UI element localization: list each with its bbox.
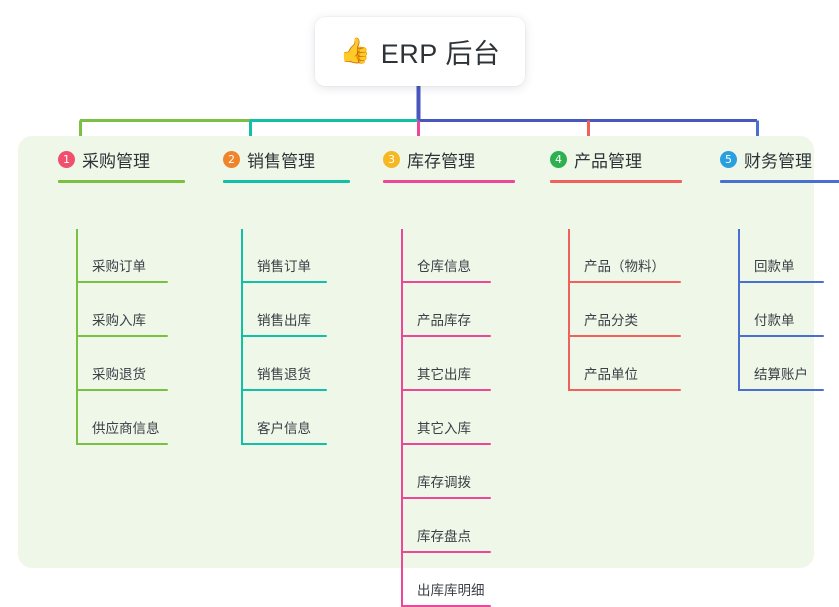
column-badge-3: 3 — [383, 150, 400, 168]
leaf-rule — [401, 443, 491, 445]
leaf-rule — [241, 335, 327, 337]
leaf-label: 采购退货 — [92, 367, 146, 382]
leaf-label: 采购订单 — [92, 259, 146, 274]
leaf-label: 出库库明细 — [417, 583, 485, 598]
leaf-rule — [401, 497, 491, 499]
column-header-4[interactable]: 4 产品管理 — [530, 136, 705, 182]
leaf-item[interactable]: 销售出库 — [241, 283, 327, 337]
leaf-rule — [76, 335, 168, 337]
column-3: 3 库存管理仓库信息产品库存其它出库其它入库库存调拨库存盘点出库库明细 — [363, 136, 533, 607]
leaf-item[interactable]: 结算账户 — [738, 337, 824, 391]
leaf-item[interactable]: 仓库信息 — [401, 229, 491, 283]
column-5: 5 财务管理回款单付款单结算账户 — [700, 136, 839, 391]
column-stem-3 — [401, 229, 403, 607]
thumbs-up-icon: 👍 — [339, 37, 371, 65]
column-4: 4 产品管理产品（物料） 产品分类产品单位 — [530, 136, 705, 391]
column-header-rule-3 — [383, 180, 515, 183]
leaf-label: 产品库存 — [417, 313, 471, 328]
leaf-item[interactable]: 产品（物料） — [568, 229, 681, 283]
leaf-label: 产品单位 — [584, 367, 638, 382]
column-stem-4 — [568, 229, 570, 391]
leaf-rule — [401, 551, 491, 553]
page-title: ERP 后台 — [380, 39, 501, 69]
column-header-3[interactable]: 3 库存管理 — [363, 136, 533, 182]
leaf-item[interactable]: 付款单 — [738, 283, 824, 337]
leaf-label: 回款单 — [754, 259, 795, 274]
column-header-5[interactable]: 5 财务管理 — [700, 136, 839, 182]
leaf-label: 产品分类 — [584, 313, 638, 328]
leaf-label: 销售订单 — [257, 259, 311, 274]
leaf-label: 其它入库 — [417, 421, 471, 436]
root-node-card[interactable]: 👍 ERP 后台 — [315, 17, 525, 86]
leaf-rule — [241, 389, 327, 391]
leaf-item[interactable]: 库存盘点 — [401, 499, 491, 553]
column-title-4: 产品管理 — [574, 151, 642, 171]
column-2: 2 销售管理销售订单销售出库销售退货客户信息 — [203, 136, 363, 445]
column-title-2: 销售管理 — [247, 151, 315, 171]
leaf-rule — [738, 281, 824, 283]
leaf-item[interactable]: 采购退货 — [76, 337, 168, 391]
leaf-rule — [241, 281, 327, 283]
leaf-label: 库存盘点 — [417, 529, 471, 544]
leaf-rule — [738, 335, 824, 337]
column-title-5: 财务管理 — [744, 151, 812, 171]
column-header-1[interactable]: 1 采购管理 — [38, 136, 198, 182]
leaf-item[interactable]: 产品单位 — [568, 337, 681, 391]
column-header-rule-1 — [58, 180, 185, 183]
leaf-item[interactable]: 供应商信息 — [76, 391, 168, 445]
leaf-rule — [76, 389, 168, 391]
leaf-item[interactable]: 客户信息 — [241, 391, 327, 445]
leaf-item[interactable]: 采购入库 — [76, 283, 168, 337]
leaf-item[interactable]: 库存调拨 — [401, 445, 491, 499]
leaf-label: 付款单 — [754, 313, 795, 328]
leaf-item[interactable]: 产品分类 — [568, 283, 681, 337]
leaf-label: 销售退货 — [257, 367, 311, 382]
leaf-rule — [401, 389, 491, 391]
column-stem-1 — [76, 229, 78, 445]
diagram-panel — [18, 136, 814, 568]
column-title-3: 库存管理 — [407, 151, 475, 171]
leaf-rule — [76, 443, 168, 445]
leaf-item[interactable]: 出库库明细 — [401, 553, 491, 607]
leaf-rule — [401, 335, 491, 337]
leaf-label: 客户信息 — [257, 421, 311, 436]
leaf-label: 采购入库 — [92, 313, 146, 328]
leaf-item[interactable]: 销售退货 — [241, 337, 327, 391]
leaf-item[interactable]: 回款单 — [738, 229, 824, 283]
leaf-item[interactable]: 产品库存 — [401, 283, 491, 337]
leaf-label: 产品（物料） — [584, 259, 665, 274]
column-badge-5: 5 — [720, 150, 737, 168]
leaf-item[interactable]: 采购订单 — [76, 229, 168, 283]
leaf-label: 销售出库 — [257, 313, 311, 328]
leaf-rule — [568, 335, 681, 337]
column-badge-4: 4 — [550, 150, 567, 168]
leaf-rule — [568, 389, 681, 391]
column-title-1: 采购管理 — [82, 151, 150, 171]
leaf-label: 供应商信息 — [92, 421, 160, 436]
column-header-rule-5 — [720, 180, 839, 183]
leaf-label: 库存调拨 — [417, 475, 471, 490]
column-1: 1 采购管理采购订单采购入库采购退货供应商信息 — [38, 136, 198, 445]
leaf-item[interactable]: 其它出库 — [401, 337, 491, 391]
column-badge-2: 2 — [223, 150, 240, 168]
leaf-rule — [738, 389, 824, 391]
leaf-rule — [401, 281, 491, 283]
leaf-item[interactable]: 其它入库 — [401, 391, 491, 445]
leaf-rule — [568, 281, 681, 283]
leaf-rule — [241, 443, 327, 445]
column-stem-5 — [738, 229, 740, 391]
leaf-item[interactable]: 销售订单 — [241, 229, 327, 283]
column-header-rule-4 — [550, 180, 682, 183]
leaf-label: 结算账户 — [754, 367, 808, 382]
leaf-rule — [76, 281, 168, 283]
column-stem-2 — [241, 229, 243, 445]
column-container: 1 采购管理采购订单采购入库采购退货供应商信息 2 销售管理销售订单销售出库销售退货客… — [18, 136, 839, 607]
column-header-2[interactable]: 2 销售管理 — [203, 136, 363, 182]
column-badge-1: 1 — [58, 150, 75, 168]
leaf-label: 其它出库 — [417, 367, 471, 382]
column-header-rule-2 — [223, 180, 350, 183]
leaf-label: 仓库信息 — [417, 259, 471, 274]
